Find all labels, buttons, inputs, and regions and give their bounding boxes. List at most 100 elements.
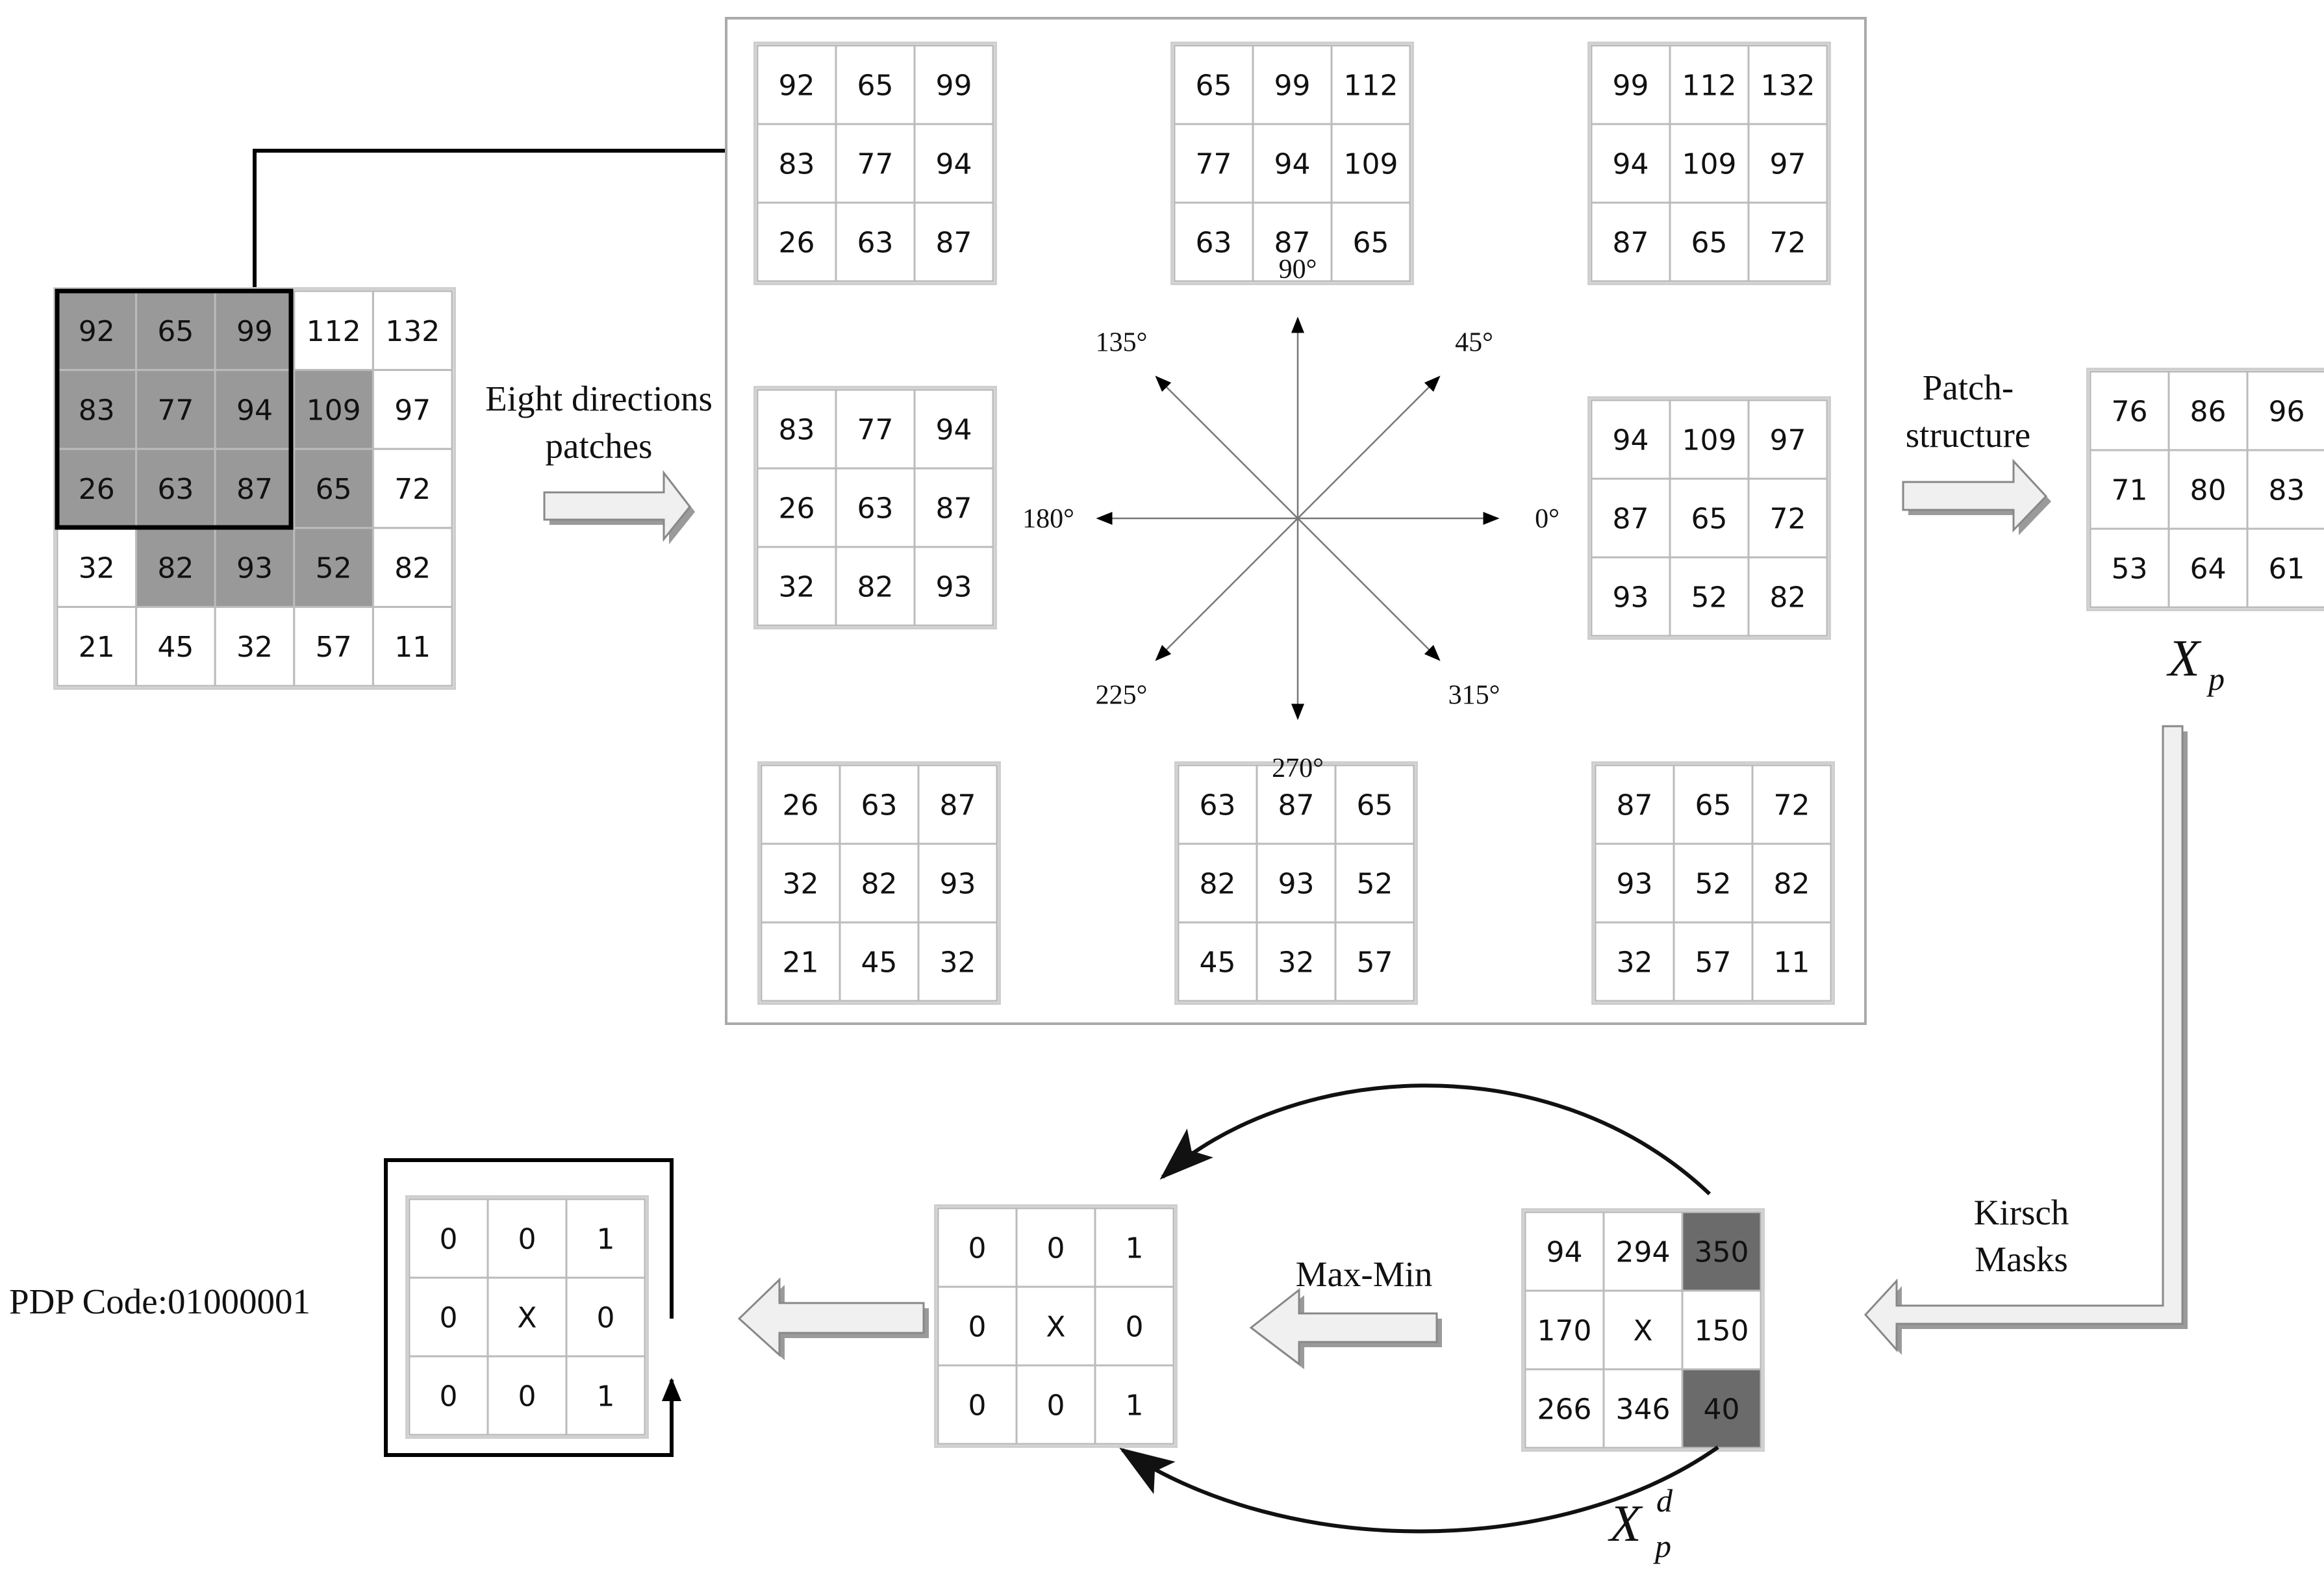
direction-patch-frame xyxy=(753,386,997,629)
compass-arrow xyxy=(1155,375,1298,519)
source-grid-cell xyxy=(214,605,296,687)
xp-grid-cell xyxy=(2246,527,2324,609)
final-grid-cell-value: 0 xyxy=(440,1302,458,1335)
direction-patch-cell xyxy=(1590,123,1671,204)
source-grid-cell-value: 77 xyxy=(157,394,194,427)
xp-grid-cell-value: 61 xyxy=(2269,553,2305,586)
curved-arrow-bottom xyxy=(1119,1445,1719,1534)
compass-angle-label: 180° xyxy=(1022,504,1074,534)
direction-patch-cell-value: 87 xyxy=(1274,227,1311,260)
binary-grid-cell-value: 0 xyxy=(1047,1389,1065,1423)
source-grid-cell xyxy=(135,527,216,608)
final-grid-cell xyxy=(408,1276,489,1358)
direction-patch-cell xyxy=(1669,123,1750,204)
compass-arrow xyxy=(1155,518,1298,661)
direction-patch-cell xyxy=(1173,201,1254,283)
source-window-frame xyxy=(55,288,294,530)
hollow-arrow-to-final xyxy=(737,1277,929,1360)
direction-patch-cell xyxy=(1256,764,1337,845)
direction-patch-cell xyxy=(1252,123,1333,204)
direction-patch-cell xyxy=(1334,842,1415,924)
binary-grid-cell xyxy=(937,1364,1018,1445)
direction-patch-cell xyxy=(1669,201,1750,283)
hollow-arrow-body xyxy=(1902,459,2048,533)
direction-patch-cell-value: 63 xyxy=(857,227,894,260)
direction-patch-cell xyxy=(1334,764,1415,845)
binary-grid-cell xyxy=(1015,1207,1096,1288)
direction-patch-cell-value: 82 xyxy=(1774,868,1810,901)
direction-patch-cell-value: 21 xyxy=(783,946,819,980)
hollow-arrow-body xyxy=(1249,1287,1438,1367)
hollow-arrow-patch-structure xyxy=(1902,459,2051,535)
direction-patch-cell xyxy=(1173,123,1254,204)
source-grid-cell xyxy=(56,527,138,608)
binary-grid-cell xyxy=(1094,1285,1175,1367)
xpd-label: X xyxy=(1608,1495,1643,1552)
direction-patch-cell-value: 65 xyxy=(1691,227,1728,260)
source-grid-cell xyxy=(56,605,138,687)
direction-patch-cell xyxy=(917,764,998,845)
source-grid-cell-value: 83 xyxy=(79,394,115,427)
direction-patch-cell xyxy=(839,921,920,1002)
direction-patch-cell-value: 94 xyxy=(1613,424,1649,457)
direction-patch-cell-value: 87 xyxy=(940,789,976,822)
direction-patch-cell xyxy=(1590,201,1671,283)
kirsch-grid-cell-value: 94 xyxy=(1547,1236,1583,1269)
source-grid-cell xyxy=(372,605,453,687)
source-grid-cell-value: 112 xyxy=(307,315,361,348)
direction-patch-frame xyxy=(1174,761,1418,1005)
source-grid-cell xyxy=(293,527,374,608)
direction-patch-cell-value: 99 xyxy=(1274,70,1311,103)
source-grid-cell-value: 11 xyxy=(394,631,431,664)
binary-grid-cell-value: 1 xyxy=(1126,1232,1144,1265)
direction-patch-cell-value: 65 xyxy=(1695,789,1732,822)
hollow-arrow-right xyxy=(543,470,695,544)
direction-compass: 90°45°0°315°270°225°180°135° xyxy=(1022,255,1560,783)
direction-patch-cell xyxy=(1673,764,1754,845)
direction-patch-cell-value: 65 xyxy=(857,70,894,103)
binary-grid-cell xyxy=(1094,1207,1175,1288)
source-grid-cell-value: 82 xyxy=(157,552,194,585)
source-grid-cell-value: 32 xyxy=(79,552,115,585)
source-grid-cell-value: 65 xyxy=(157,315,194,348)
direction-patch-cell-value: 32 xyxy=(1278,946,1315,980)
source-grid-cell-value: 57 xyxy=(316,631,352,664)
direction-patch-cell-value: 52 xyxy=(1695,868,1732,901)
compass-angle-label: 270° xyxy=(1272,753,1324,783)
final-grid-cell-value: 1 xyxy=(597,1223,615,1256)
direction-patch-frame xyxy=(757,761,1001,1005)
direction-patch-cell xyxy=(1330,44,1411,125)
direction-patch-cell-value: 83 xyxy=(779,414,815,447)
direction-patch-frame xyxy=(1587,396,1831,640)
direction-patch-cell-value: 77 xyxy=(857,414,894,447)
direction-patch-cell-value: 65 xyxy=(1353,227,1389,260)
direction-patch-cell xyxy=(1747,123,1828,204)
eight-directions-label-line1: Eight directions xyxy=(485,379,713,418)
final-grid-cell-value: 0 xyxy=(518,1380,537,1413)
xp-label: X xyxy=(2166,630,2202,687)
direction-patch-cell-value: 63 xyxy=(861,789,898,822)
kirsch-label-line2: Masks xyxy=(1975,1239,2068,1279)
direction-patch-cell-value: 63 xyxy=(857,492,894,525)
direction-patch-cell-value: 63 xyxy=(1196,227,1232,260)
direction-patch-cell-value: 32 xyxy=(783,868,819,901)
xp-grid-cell xyxy=(2167,527,2249,609)
direction-patch-cell-value: 94 xyxy=(1274,148,1311,181)
final-grid-cell-value: X xyxy=(517,1302,537,1335)
direction-patch-cell-value: 132 xyxy=(1761,70,1815,103)
xp-grid-cell-value: 86 xyxy=(2190,396,2227,429)
direction-patch-cell-value: 26 xyxy=(779,492,815,525)
direction-patch-cell-value: 82 xyxy=(1200,868,1236,901)
direction-patch-cell-value: 72 xyxy=(1774,789,1810,822)
source-grid-cell-value: 92 xyxy=(79,315,115,348)
kirsch-grid-cell-value: 40 xyxy=(1704,1393,1740,1426)
source-grid-cell-value: 65 xyxy=(316,473,352,506)
